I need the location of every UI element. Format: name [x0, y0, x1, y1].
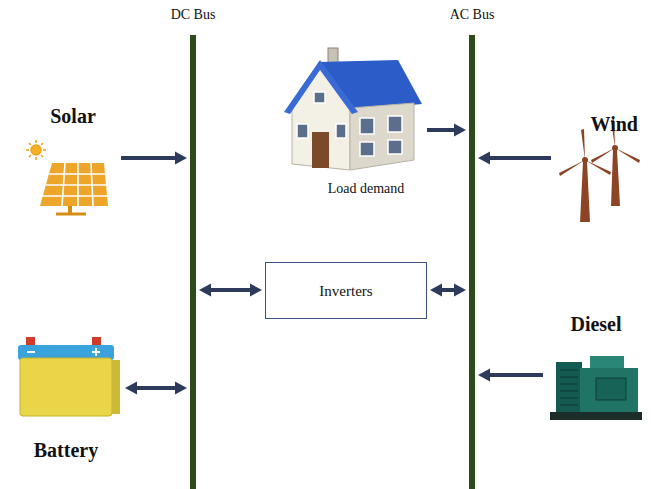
arrow-line [488, 373, 543, 377]
arrow-line [440, 288, 456, 292]
process-box: Inverters [265, 262, 427, 319]
node-label: Wind [591, 112, 638, 136]
arrow-line [121, 156, 177, 160]
battery-icon [18, 337, 120, 416]
bus-bar: AC Bus [469, 35, 475, 489]
node-label: Load demand [328, 181, 405, 198]
flow-arrow [125, 382, 187, 395]
bus-bar: DC Bus [190, 35, 196, 489]
arrow-head [250, 284, 262, 297]
arrow-line [135, 386, 177, 390]
source-node: Diesel [546, 312, 646, 424]
arrow-line [488, 156, 551, 160]
arrow-line [427, 128, 456, 132]
bus-label: DC Bus [171, 7, 216, 24]
flow-arrow [121, 152, 187, 165]
flow-arrow [427, 124, 466, 137]
bus-label: AC Bus [450, 7, 495, 24]
source-node: Wind [554, 112, 646, 224]
flow-arrow [478, 152, 551, 165]
arrow-head [199, 284, 211, 297]
node-label: Inverters [319, 282, 372, 300]
flow-arrow [199, 284, 262, 297]
node-label: Diesel [570, 312, 621, 336]
arrow-head [454, 284, 466, 297]
arrow-head [430, 284, 442, 297]
arrow-head [175, 152, 187, 165]
load-node: Load demand [282, 46, 424, 198]
arrow-head [175, 382, 187, 395]
generator-icon [550, 356, 642, 420]
arrow-head [125, 382, 137, 395]
flow-arrow [430, 284, 466, 297]
node-label: Battery [34, 438, 98, 462]
house-icon [284, 48, 422, 170]
arrow-head [478, 152, 490, 165]
node-label: Solar [50, 104, 96, 128]
flow-arrow [478, 369, 543, 382]
arrow-line [209, 288, 252, 292]
arrow-head [454, 124, 466, 137]
solar-panel-icon [40, 163, 108, 214]
storage-node: Battery [10, 334, 122, 462]
source-node: Solar [28, 104, 118, 214]
arrow-head [478, 369, 490, 382]
sun-icon [26, 140, 46, 160]
